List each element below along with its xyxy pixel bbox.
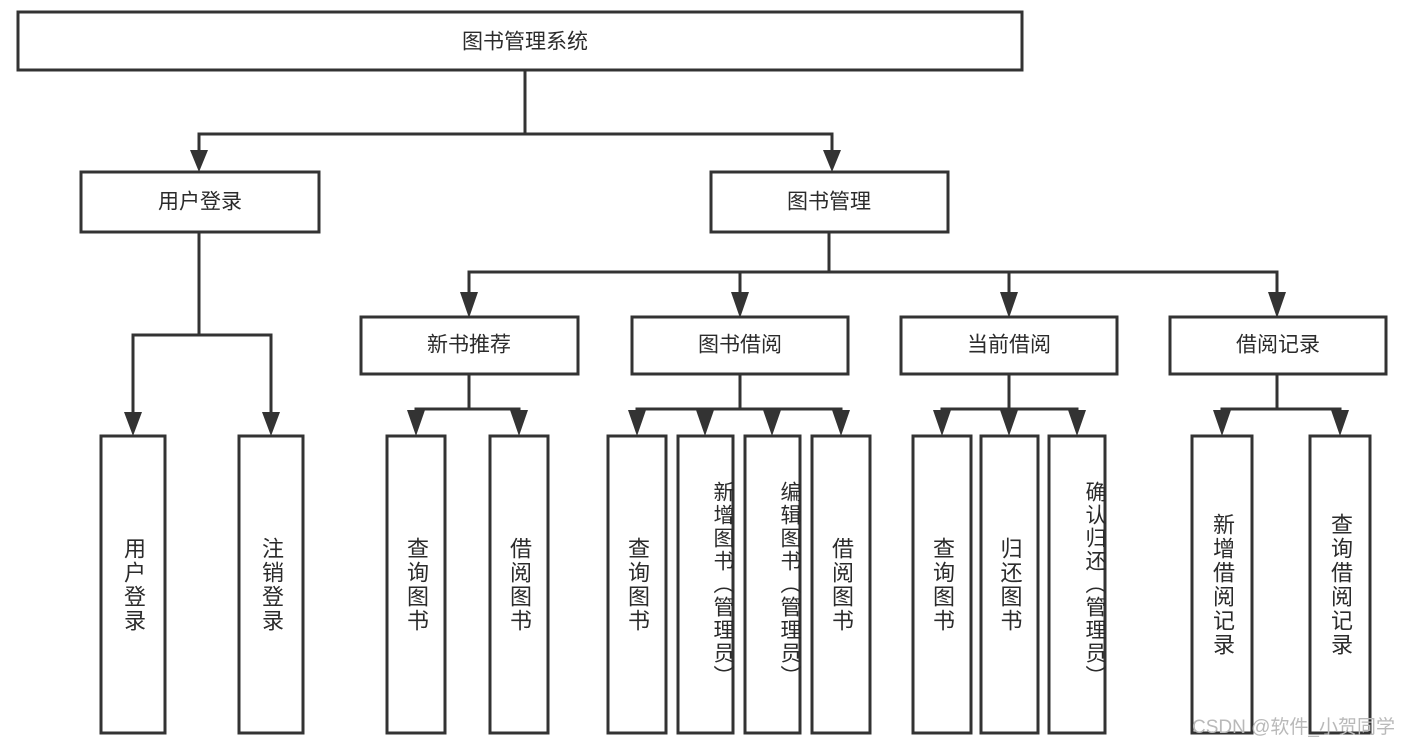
node-book-manage-label: 图书管理 <box>787 191 871 214</box>
connector-currentborrow-to-leaves <box>933 372 1086 436</box>
node-new-book-recommend-label: 新书推荐 <box>427 334 511 357</box>
node-leaf-edit-book[interactable] <box>743 434 802 735</box>
node-root[interactable]: 图书管理系统 <box>16 10 1024 72</box>
node-current-borrow-label: 当前借阅 <box>967 334 1051 357</box>
node-leaf-return-book[interactable] <box>979 434 1040 735</box>
node-root-label: 图书管理系统 <box>462 31 588 54</box>
connector-newbook-to-leaves <box>407 372 528 436</box>
node-leaf-query-record[interactable] <box>1308 434 1372 735</box>
node-book-manage[interactable]: 图书管理 <box>709 170 950 234</box>
node-leaf-borrow-book-2[interactable] <box>810 434 872 735</box>
connector-root-to-level1 <box>190 68 841 172</box>
node-borrow-record-label: 借阅记录 <box>1236 334 1320 357</box>
node-leaf-query-book-3[interactable] <box>911 434 973 735</box>
node-book-borrow-label: 图书借阅 <box>698 334 782 357</box>
node-leaf-query-book-1[interactable] <box>385 434 447 735</box>
node-leaf-add-record[interactable] <box>1190 434 1254 735</box>
node-new-book-recommend[interactable]: 新书推荐 <box>359 315 580 376</box>
node-book-borrow[interactable]: 图书借阅 <box>630 315 850 376</box>
node-current-borrow[interactable]: 当前借阅 <box>899 315 1119 376</box>
csdn-watermark: CSDN @软件_小贺同学 <box>1192 717 1395 738</box>
node-user-login-label: 用户登录 <box>158 191 242 214</box>
connector-borrowrecord-to-leaves <box>1213 372 1349 436</box>
node-leaf-confirm-return[interactable] <box>1047 434 1107 735</box>
connector-bookborrow-to-leaves <box>628 372 850 436</box>
connector-bookmanage-to-level2 <box>460 230 1286 318</box>
node-user-login[interactable]: 用户登录 <box>79 170 321 234</box>
node-leaf-query-book-2[interactable] <box>606 434 668 735</box>
connector-userlogin-to-leaves <box>124 230 280 436</box>
node-leaf-add-book[interactable] <box>676 434 735 735</box>
node-leaf-user-login[interactable] <box>99 434 167 735</box>
node-leaf-borrow-book-1[interactable] <box>488 434 550 735</box>
node-leaf-logout[interactable] <box>237 434 305 735</box>
node-borrow-record[interactable]: 借阅记录 <box>1168 315 1388 376</box>
